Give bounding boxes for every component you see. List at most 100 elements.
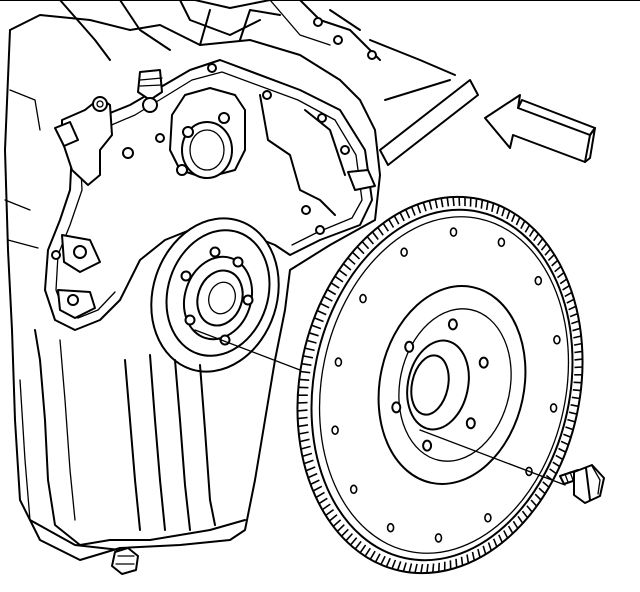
gear-tooth — [568, 305, 577, 311]
gear-tooth — [542, 481, 550, 488]
gear-tooth — [311, 324, 322, 330]
gear-tooth — [332, 519, 342, 527]
gear-tooth — [342, 263, 352, 271]
ring-gear-teeth — [297, 196, 583, 574]
gear-tooth — [517, 515, 524, 524]
gear-tooth — [302, 355, 314, 359]
gear-tooth — [325, 508, 335, 517]
bolt-hole — [391, 401, 402, 414]
gear-tooth — [416, 204, 422, 214]
rim-hole — [400, 247, 408, 257]
gear-tooth — [361, 240, 370, 250]
gear-tooth — [420, 563, 424, 574]
gear-tooth — [300, 370, 311, 374]
gear-tooth — [521, 510, 529, 519]
gear-tooth — [573, 342, 583, 346]
gear-tooth — [426, 563, 429, 574]
gear-tooth — [371, 231, 379, 240]
gear-tooth — [323, 295, 333, 302]
gear-tooth — [410, 206, 416, 216]
gear-tooth — [503, 530, 509, 539]
gear-tooth — [515, 216, 521, 226]
gear-tooth — [563, 433, 572, 438]
gear-tooth — [460, 556, 464, 566]
gear-tooth — [544, 248, 552, 256]
gear-tooth — [303, 459, 314, 465]
gear-tooth — [574, 350, 583, 354]
engine-block — [0, 0, 640, 575]
rim-hole — [549, 403, 558, 413]
gear-tooth — [526, 505, 533, 513]
gear-tooth — [338, 269, 348, 277]
gear-tooth — [300, 445, 311, 450]
gear-tooth — [402, 562, 407, 572]
gear-tooth — [573, 335, 582, 339]
gear-tooth — [297, 409, 308, 412]
gear-tooth — [471, 551, 476, 561]
gear-tooth — [492, 538, 498, 548]
gear-tooth — [540, 243, 548, 251]
flywheel-bolt-holes — [391, 318, 489, 452]
gear-tooth — [512, 520, 519, 529]
gear-tooth — [298, 431, 309, 435]
rim-hole — [534, 275, 543, 286]
gear-tooth — [328, 514, 338, 522]
rim-hole — [386, 522, 395, 533]
gear-tooth — [440, 198, 444, 208]
gear-tooth — [334, 275, 344, 283]
gear-tooth — [554, 265, 562, 273]
bolt-hole — [465, 417, 476, 430]
gear-tooth — [534, 493, 542, 501]
gear-tooth — [315, 491, 325, 499]
gear-tooth — [568, 411, 578, 415]
gear-tooth — [452, 196, 455, 207]
gear-tooth — [487, 542, 493, 551]
gear-tooth — [510, 213, 516, 223]
oil-pan-outline — [34, 329, 246, 546]
gear-tooth — [422, 202, 427, 212]
gear-tooth — [533, 233, 540, 242]
gear-tooth — [507, 525, 514, 534]
gear-tooth — [345, 533, 353, 542]
rim-hole — [484, 512, 492, 523]
gear-tooth — [491, 203, 495, 212]
gear-tooth — [408, 563, 413, 573]
flywheel-rim-holes — [331, 227, 561, 543]
gear-tooth — [318, 497, 328, 505]
rim-hole — [434, 533, 443, 543]
gear-tooth — [374, 553, 381, 563]
gear-tooth — [393, 215, 400, 225]
gear-tooth — [537, 238, 544, 246]
gear-tooth — [299, 378, 310, 381]
gear-tooth — [359, 544, 367, 554]
gear-tooth — [572, 327, 581, 332]
gear-tooth — [306, 339, 317, 344]
gear-tooth — [319, 302, 330, 309]
gear-tooth — [501, 207, 506, 217]
gear-tooth — [562, 284, 570, 291]
gear-tooth — [466, 554, 470, 564]
rim-hole — [359, 293, 367, 304]
gear-tooth — [552, 461, 561, 468]
bolt-hole — [447, 318, 458, 331]
gear-tooth — [498, 534, 504, 543]
gear-tooth — [496, 205, 500, 215]
arrow-icon — [484, 94, 596, 163]
crankshaft-flange — [150, 217, 280, 373]
bolt-hole — [478, 356, 489, 369]
gear-tooth — [571, 396, 580, 400]
gear-tooth — [302, 452, 313, 458]
gear-tooth — [382, 222, 389, 232]
gear-tooth — [555, 454, 564, 461]
gear-tooth — [336, 524, 345, 532]
rim-hole — [349, 484, 358, 495]
gear-tooth — [301, 362, 312, 366]
gear-tooth — [385, 557, 391, 568]
gear-tooth — [530, 499, 538, 507]
gear-tooth — [396, 561, 402, 571]
gear-tooth — [565, 426, 574, 431]
gear-tooth — [569, 312, 578, 318]
gear-tooth — [485, 201, 489, 211]
alignment-lines — [194, 329, 566, 486]
